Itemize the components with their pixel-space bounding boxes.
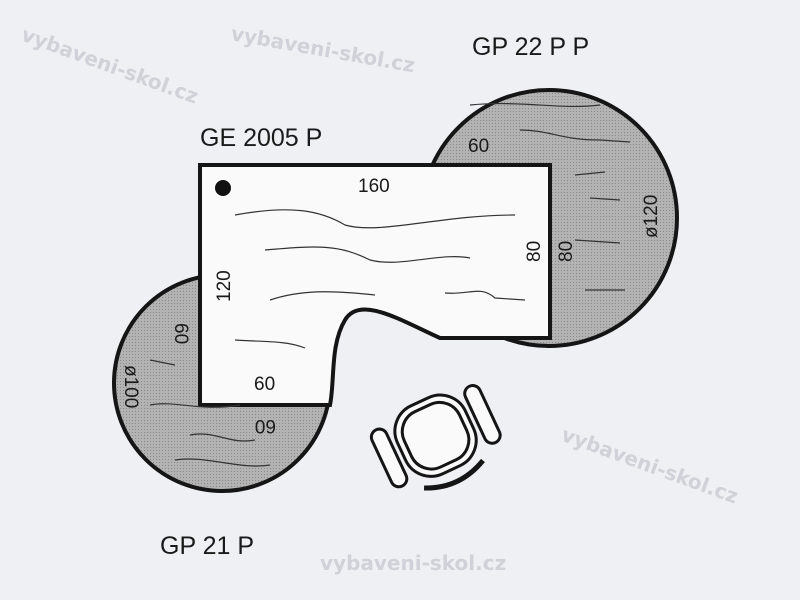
office-chair — [369, 384, 502, 491]
watermark: vybaveni-skol.cz — [558, 422, 741, 508]
left-table-name: GP 21 P — [160, 532, 254, 560]
watermark: vybaveni-skol.cz — [320, 551, 506, 575]
left-table-diameter-label: ø100 — [120, 365, 141, 408]
desk-name: GE 2005 P — [200, 124, 322, 152]
desk-top — [198, 163, 552, 407]
right-table-depth-label: 80 — [556, 241, 577, 262]
right-table-name: GP 22 P P — [472, 33, 589, 61]
watermark: vybaveni-skol.cz — [229, 21, 417, 77]
left-table-side-b-label: 60 — [255, 415, 276, 436]
desk-width-label: 160 — [358, 176, 390, 197]
left-table-side-a-label: 60 — [170, 323, 191, 344]
desk-depth-label: 120 — [214, 270, 235, 302]
right-table-side-label: 60 — [468, 136, 489, 157]
right-table-diameter-label: ø120 — [641, 195, 662, 238]
desk-inner-width-label: 60 — [254, 374, 275, 395]
desk-marker-dot — [215, 180, 231, 196]
desk-right-depth-label: 80 — [524, 241, 545, 262]
watermark: vybaveni-skol.cz — [18, 22, 201, 108]
wood-grain-lines — [149, 102, 631, 467]
